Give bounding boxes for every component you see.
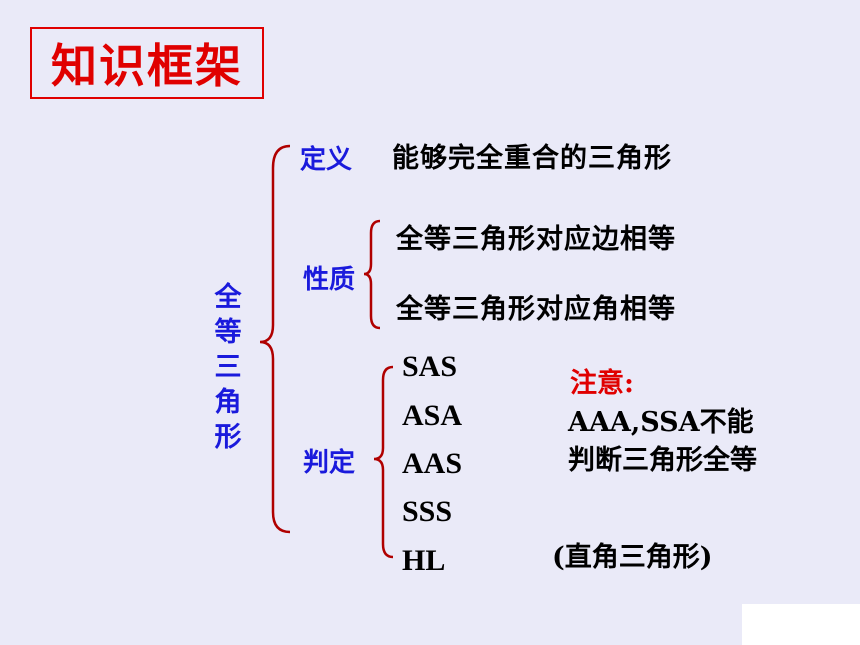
property-item: 全等三角形对应边相等 bbox=[396, 224, 676, 255]
topic-char: 形 bbox=[214, 422, 242, 453]
criterion-item: SAS bbox=[402, 350, 458, 383]
criterion-item: SSS bbox=[402, 495, 453, 528]
properties-brace bbox=[363, 219, 381, 330]
title-box: 知识框架 bbox=[30, 27, 264, 99]
criterion-item: AAS bbox=[402, 447, 463, 480]
definition-text: 能够完全重合的三角形 bbox=[392, 143, 672, 174]
topic-char: 角 bbox=[214, 387, 242, 418]
criterion-item: ASA bbox=[402, 399, 463, 432]
topic-char: 等 bbox=[214, 317, 242, 348]
note-title: 注意: bbox=[570, 368, 634, 399]
criterion-item: HL bbox=[402, 544, 446, 577]
topic-char: 三 bbox=[214, 352, 242, 383]
criteria-brace bbox=[373, 365, 394, 559]
page-title: 知识框架 bbox=[51, 39, 243, 93]
property-item: 全等三角形对应角相等 bbox=[396, 294, 676, 325]
criteria-label: 判定 bbox=[303, 448, 356, 478]
hl-note: (直角三角形) bbox=[552, 542, 713, 573]
properties-label: 性质 bbox=[303, 265, 356, 295]
topic-char: 全 bbox=[214, 282, 242, 313]
corner-white-box bbox=[742, 604, 860, 645]
note-line: AAA,SSA不能 bbox=[568, 407, 754, 438]
main-brace bbox=[259, 144, 291, 534]
topic-vertical-label: 全 等 三 角 形 bbox=[213, 280, 243, 455]
note-line: 判断三角形全等 bbox=[568, 445, 757, 476]
definition-label: 定义 bbox=[300, 145, 353, 175]
